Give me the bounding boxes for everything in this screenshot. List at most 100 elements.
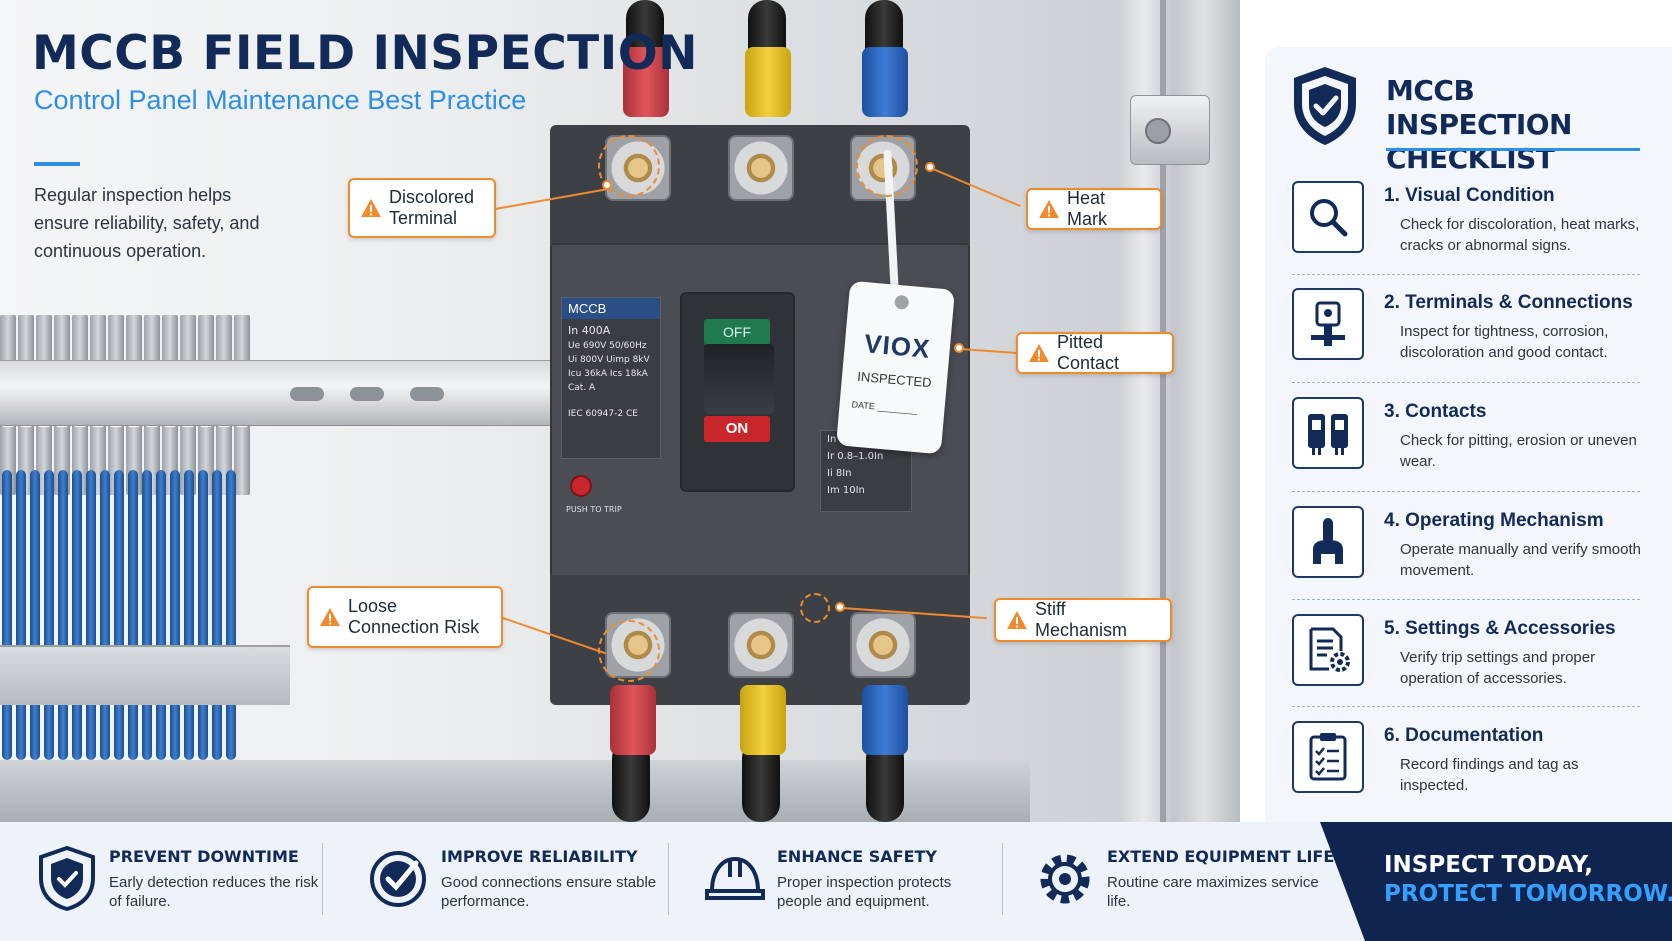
- tag-status: INSPECTED: [856, 368, 933, 391]
- separator: [1002, 843, 1003, 915]
- benefit-desc: Routine care maximizes service life.: [1107, 874, 1319, 910]
- cable-tray: [0, 760, 1030, 822]
- warning-icon: [320, 608, 340, 626]
- setting-line: Ii 8In: [827, 468, 852, 479]
- checklist-item-title: 5. Settings & Accessories: [1384, 618, 1616, 639]
- wire-duct: [0, 645, 290, 705]
- checklist-item-title: 4. Operating Mechanism: [1384, 510, 1604, 531]
- check-circle-icon: [370, 851, 426, 907]
- shield-check-icon: [39, 845, 95, 911]
- benefit-title: ENHANCE SAFETY: [777, 847, 937, 866]
- red-sleeve-bottom: [610, 685, 656, 755]
- checklist-item-title: 3. Contacts: [1384, 401, 1487, 422]
- tag-hole: [893, 294, 909, 310]
- blue-sleeve-bottom: [862, 685, 908, 755]
- setting-line: Ir 0.8–1.0In: [827, 451, 884, 462]
- benefit-extend-life: EXTEND EQUIPMENT LIFE Routine care maxim…: [1034, 845, 1354, 920]
- blue-wiring: [0, 470, 250, 760]
- line-terminal-l2: [728, 135, 794, 201]
- divider: [1292, 706, 1640, 707]
- benefit-enhance-safety: ENHANCE SAFETY Proper inspection protect…: [704, 845, 1024, 920]
- rating-line: Ue 690V 50/60Hz: [568, 341, 647, 351]
- callout-stiff-mechanism: Stiff Mechanism: [994, 598, 1172, 642]
- checklist-item-desc: Operate manually and verify smooth movem…: [1400, 541, 1641, 579]
- lever-icon: [1292, 506, 1364, 578]
- checklist-item-desc: Check for discoloration, heat marks, cra…: [1400, 216, 1640, 254]
- din-rail: [0, 360, 560, 426]
- setting-line: Im 10In: [827, 485, 865, 496]
- benefit-prevent-downtime: PREVENT DOWNTIME Early detection reduces…: [36, 845, 356, 920]
- door-edge: [1160, 0, 1166, 822]
- push-to-trip-label: PUSH TO TRIP: [566, 505, 622, 514]
- rating-line: IEC 60947-2 CE: [568, 409, 638, 419]
- checklist-item-mechanism: 4. Operating Mechanism Operate manually …: [1292, 506, 1642, 606]
- page-title: MCCB FIELD INSPECTION: [32, 26, 699, 81]
- benefit-improve-reliability: IMPROVE RELIABILITY Good connections ens…: [368, 845, 688, 920]
- benefit-desc: Early detection reduces the risk of fail…: [109, 874, 319, 910]
- cta-banner: [1320, 822, 1672, 941]
- checklist-item-desc: Record findings and tag as inspected.: [1400, 756, 1579, 794]
- yellow-sleeve-bottom: [740, 685, 786, 755]
- rating-line: Cat. A: [568, 383, 596, 393]
- on-indicator: ON: [704, 416, 770, 442]
- hotspot-discolored: [598, 135, 660, 197]
- divider: [1292, 491, 1640, 492]
- load-terminal-l3: [850, 612, 916, 678]
- checklist-item-title: 2. Terminals & Connections: [1384, 292, 1633, 313]
- cta-line-1: INSPECT TODAY,: [1384, 852, 1594, 878]
- dot-stiff: [835, 602, 845, 612]
- warning-icon: [361, 199, 381, 217]
- warning-icon: [1029, 344, 1049, 362]
- benefit-title: PREVENT DOWNTIME: [109, 847, 299, 866]
- checklist-item-visual: 1. Visual Condition Check for discolorat…: [1292, 181, 1642, 281]
- tag-brand: VIOX: [863, 328, 932, 364]
- callout-label: Discolored Terminal: [389, 187, 475, 228]
- hotspot-stiff: [800, 593, 830, 623]
- checklist-item-desc: Inspect for tightness, corrosion, discol…: [1400, 323, 1609, 361]
- load-terminal-l2: [728, 612, 794, 678]
- benefit-desc: Good connections ensure stable performan…: [441, 874, 657, 910]
- push-to-trip-button: [570, 475, 592, 497]
- contacts-icon: [1292, 397, 1364, 469]
- rating-plate: MCCB In 400A Ue 690V 50/60Hz Ui 800V Uim…: [561, 297, 661, 459]
- blue-sleeve-top: [862, 47, 908, 117]
- breaker-handle: OFF ON: [680, 292, 795, 492]
- clipboard-icon: [1292, 721, 1364, 793]
- page-subtitle: Control Panel Maintenance Best Practice: [34, 85, 527, 115]
- callout-label: Loose Connection Risk: [348, 596, 480, 637]
- dot-discolored: [602, 180, 612, 190]
- settings-doc-icon: [1292, 614, 1364, 686]
- benefit-desc: Proper inspection protects people and eq…: [777, 874, 952, 910]
- checklist-item-title: 6. Documentation: [1384, 725, 1544, 746]
- yellow-sleeve-top: [745, 47, 791, 117]
- rating-line: Ui 800V Uimp 8kV: [568, 355, 650, 365]
- hotspot-loose: [598, 620, 660, 682]
- callout-heat-mark: Heat Mark: [1026, 188, 1162, 230]
- checklist-rule: [1386, 148, 1640, 151]
- divider: [1292, 274, 1640, 275]
- callout-label: Heat Mark: [1067, 188, 1107, 229]
- gear-icon: [1040, 854, 1090, 904]
- dot-heat: [925, 162, 935, 172]
- dot-pitted: [954, 343, 964, 353]
- hard-hat-icon: [705, 856, 765, 900]
- callout-loose-connection: Loose Connection Risk: [307, 586, 503, 648]
- rating-line: Icu 36kA Ics 18kA: [568, 369, 648, 379]
- checklist-title: MCCB INSPECTION CHECKLIST: [1386, 74, 1572, 175]
- rating-line: In 400A: [568, 324, 611, 337]
- checklist-item-desc: Verify trip settings and proper operatio…: [1400, 649, 1596, 687]
- checklist-item-contacts: 3. Contacts Check for pitting, erosion o…: [1292, 397, 1642, 497]
- magnifier-icon: [1292, 181, 1364, 253]
- toggle-lever: [704, 344, 774, 414]
- cta-line-2: PROTECT TOMORROW.: [1384, 881, 1672, 907]
- checklist-item-documentation: 6. Documentation Record findings and tag…: [1292, 721, 1642, 821]
- shield-check-icon: [1294, 67, 1356, 145]
- door-latch: [1130, 95, 1210, 165]
- accent-bar: [34, 162, 80, 166]
- checklist-item-terminals: 2. Terminals & Connections Inspect for t…: [1292, 288, 1642, 388]
- inspection-tag: VIOX INSPECTED DATE ________: [836, 280, 955, 455]
- divider: [1292, 599, 1640, 600]
- separator: [322, 843, 323, 915]
- warning-icon: [1007, 611, 1027, 629]
- checklist-item-title: 1. Visual Condition: [1384, 185, 1555, 206]
